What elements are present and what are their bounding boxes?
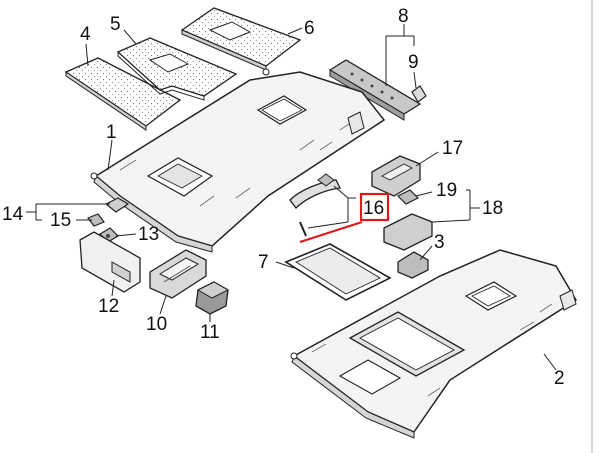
- part-12-sun-visor: [79, 231, 141, 293]
- part-9-clip: [411, 85, 427, 103]
- part-2-headliner: [290, 249, 578, 439]
- callout-12: 12: [98, 296, 119, 317]
- callout-8: 8: [398, 6, 409, 27]
- part-17-bracket: [371, 155, 421, 197]
- callout-16: 16: [363, 198, 384, 219]
- callout-labels: 1 2 3 4 5 6 7 8 9 10 11 12 13 14 15 16 1…: [2, 6, 565, 389]
- part-15-clip: [87, 213, 105, 227]
- callout-1: 1: [106, 122, 117, 143]
- callout-3: 3: [434, 232, 445, 253]
- callout-14: 14: [2, 204, 24, 225]
- callout-10: 10: [146, 314, 167, 335]
- part-7-seal-frame: [284, 243, 392, 301]
- callout-9: 9: [408, 52, 419, 73]
- callout-15: 15: [50, 210, 71, 231]
- callout-19: 19: [436, 180, 457, 201]
- callout-11: 11: [200, 322, 220, 343]
- highlight-arrow: [299, 220, 363, 244]
- callout-6: 6: [304, 18, 315, 39]
- highlight-box: [359, 192, 390, 222]
- part-6-pad: [180, 7, 302, 76]
- part-5-pad: [116, 37, 238, 101]
- callout-5: 5: [110, 14, 121, 35]
- part-1-headliner: [90, 71, 386, 253]
- part-19-clip: [396, 189, 420, 205]
- part-11-lamp: [195, 281, 230, 315]
- highlight-part-16: [299, 192, 390, 244]
- part-3-bracket: [397, 251, 429, 279]
- callout-17: 17: [442, 138, 463, 159]
- part-16-grab-handle: [289, 173, 341, 237]
- callout-2: 2: [554, 368, 565, 389]
- part-18-bracket: [383, 213, 433, 251]
- callout-7: 7: [258, 252, 269, 273]
- callout-4: 4: [80, 24, 91, 45]
- part-8-rail: [328, 59, 422, 121]
- callout-18: 18: [482, 198, 503, 219]
- callout-13: 13: [138, 224, 159, 245]
- part-10-console: [149, 249, 207, 299]
- leader-lines: [26, 24, 557, 371]
- part-14-bracket: [104, 197, 130, 213]
